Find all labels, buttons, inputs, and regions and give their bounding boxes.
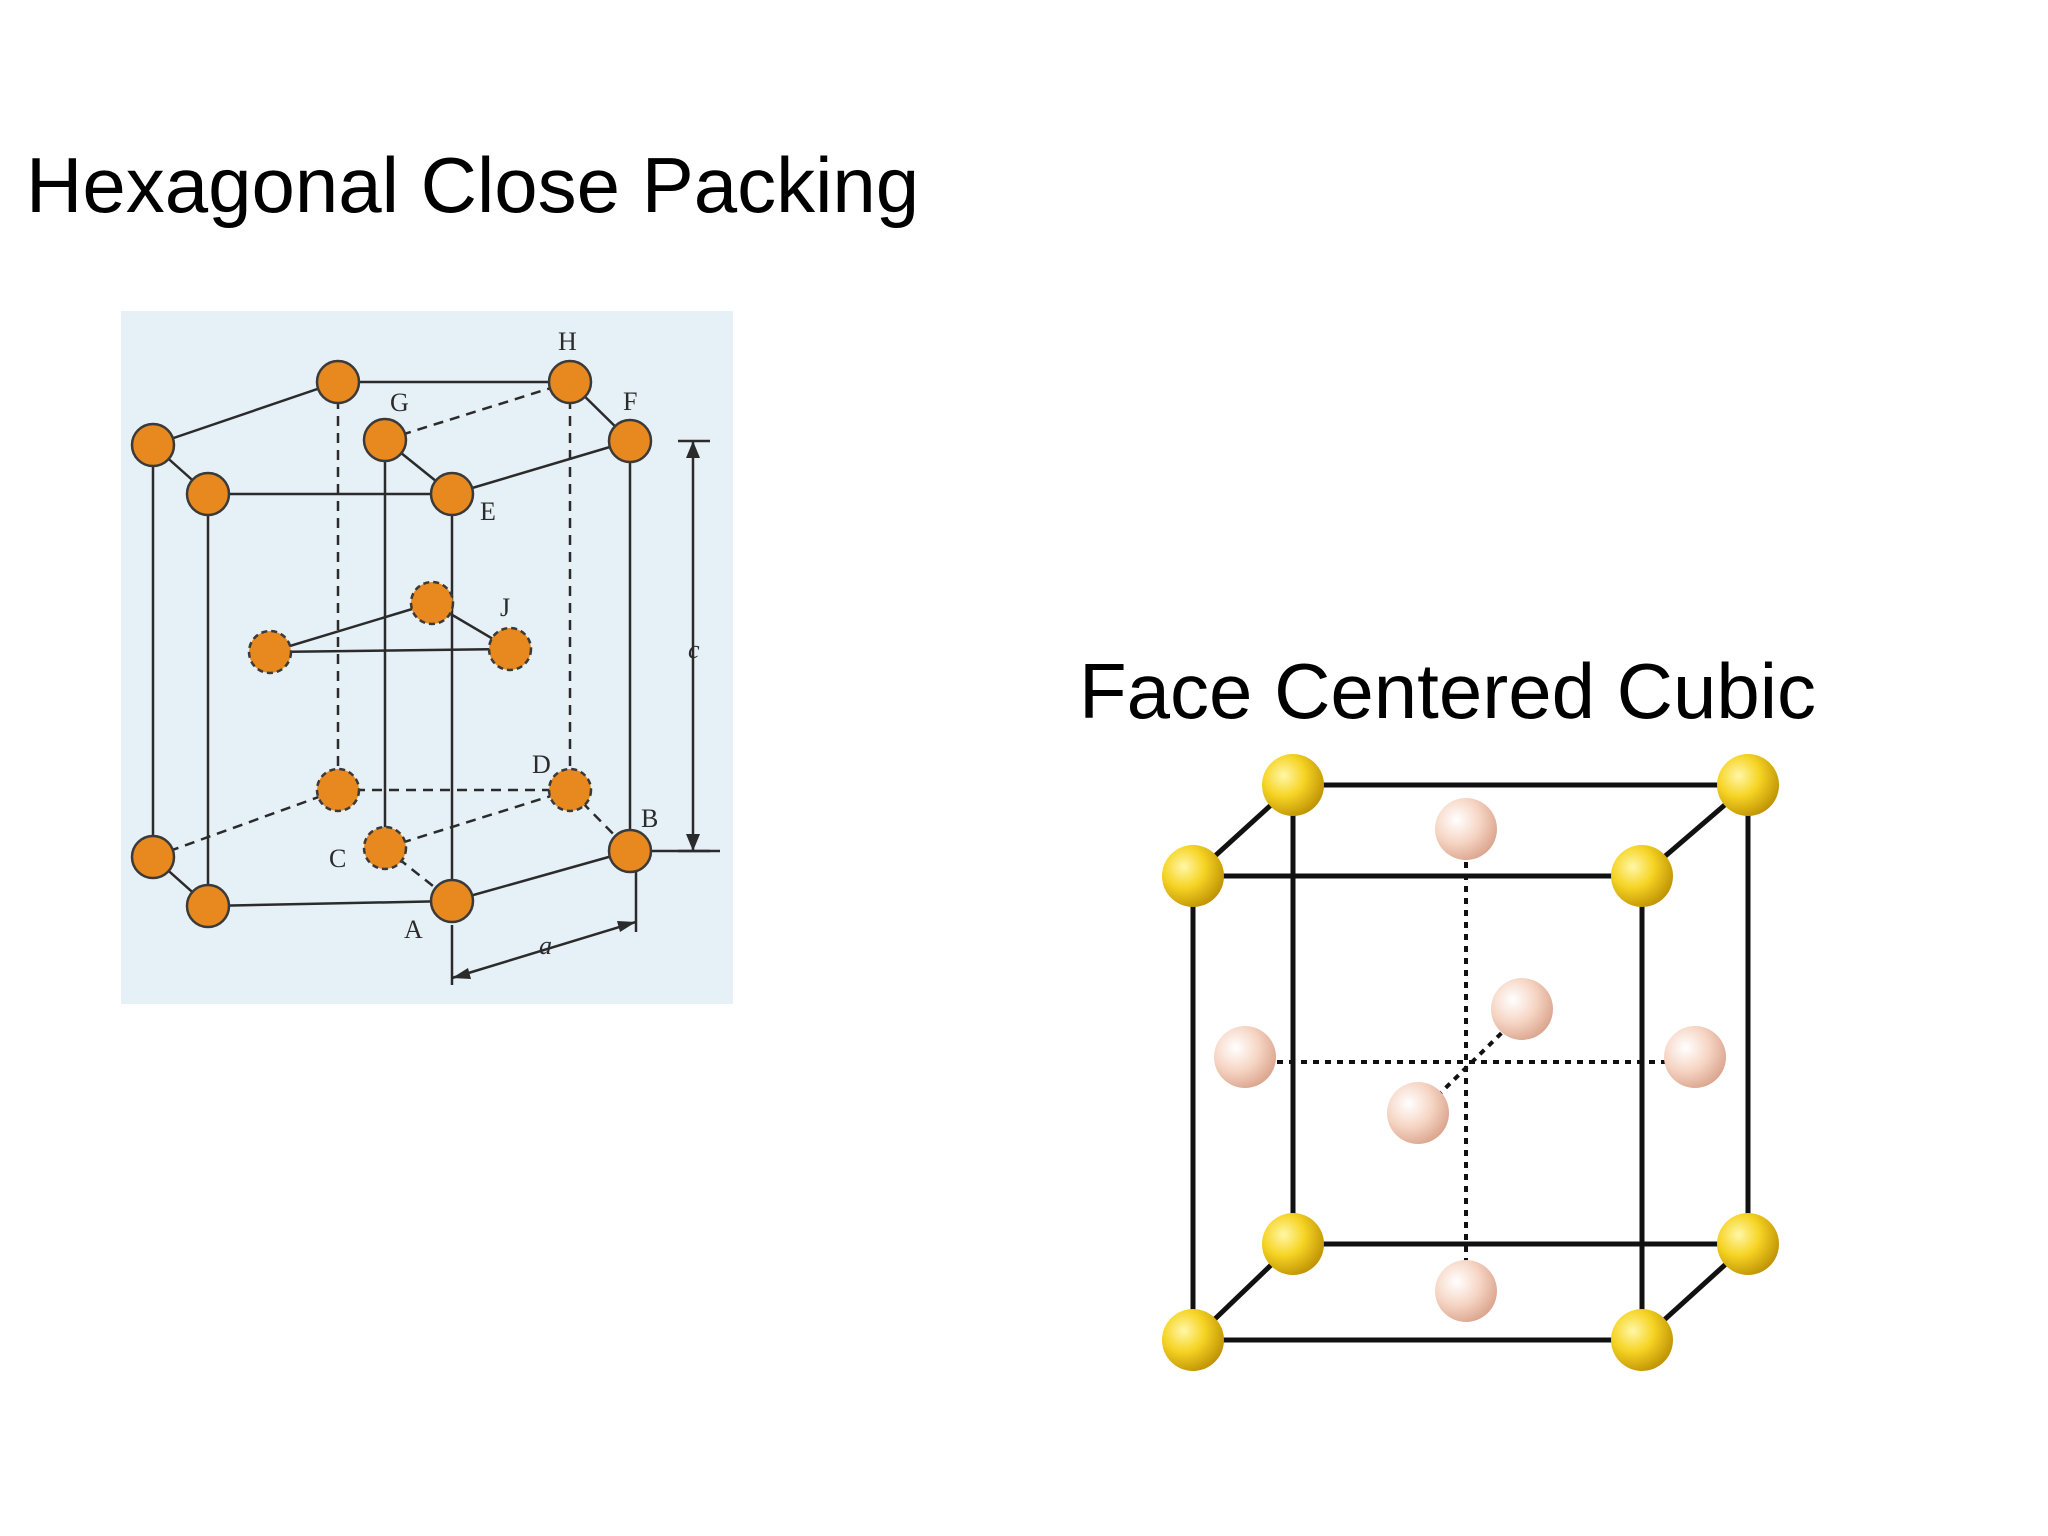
fcc-title: Face Centered Cubic [1079, 647, 1817, 735]
fcc-corner-atom [1162, 845, 1224, 907]
hcp-atom-H [547, 359, 593, 405]
label-G: G [390, 388, 409, 417]
fcc-corner-atom [1162, 1309, 1224, 1371]
hcp-atom [315, 359, 361, 405]
hcp-solid-edges [151, 380, 720, 985]
fcc-diagram [1162, 754, 1779, 1371]
label-H: H [558, 327, 577, 356]
label-B: B [641, 804, 658, 833]
label-A: A [404, 915, 423, 944]
hcp-atom [409, 580, 455, 626]
fcc-corner-atom [1717, 754, 1779, 816]
hcp-atom-D [547, 767, 593, 813]
label-C: C [329, 844, 346, 873]
fcc-face-atom-right [1664, 1026, 1726, 1088]
hcp-atom-B [607, 828, 653, 874]
fcc-face-atom-bottom [1435, 1260, 1497, 1322]
fcc-dotted-lines [1253, 862, 1696, 1291]
hcp-atom [130, 422, 176, 468]
fcc-face-atom-top [1435, 798, 1497, 860]
fcc-face-atom-left [1214, 1026, 1276, 1088]
fcc-face-atom-front [1387, 1082, 1449, 1144]
label-F: F [623, 387, 637, 416]
hcp-atom [185, 471, 231, 517]
hcp-atom [247, 629, 293, 675]
fcc-corner-atoms [1162, 754, 1779, 1371]
label-a: a [539, 931, 552, 960]
hcp-diagram: H G F E J c D B C A a [121, 311, 733, 1004]
fcc-corner-atom [1262, 754, 1324, 816]
hcp-atom-G [362, 417, 408, 463]
label-E: E [480, 497, 496, 526]
hcp-atom [130, 834, 176, 880]
hcp-atom [315, 767, 361, 813]
hcp-title: Hexagonal Close Packing [26, 141, 920, 229]
label-J: J [500, 593, 510, 622]
label-c: c [688, 635, 700, 664]
fcc-corner-atom [1611, 1309, 1673, 1371]
hcp-labels: H G F E J c D B C A a [329, 327, 700, 960]
label-D: D [532, 750, 551, 779]
hcp-atom-F [607, 418, 653, 464]
fcc-corner-atom [1611, 845, 1673, 907]
hcp-atom [185, 883, 231, 929]
hcp-atoms [130, 359, 653, 929]
fcc-corner-atom [1262, 1213, 1324, 1275]
hcp-atom-J [487, 626, 533, 672]
fcc-front-edges [1190, 873, 1645, 1343]
fcc-face-atom-back [1491, 978, 1553, 1040]
fcc-face-atoms [1214, 798, 1726, 1322]
hcp-arrowheads [452, 441, 700, 979]
hcp-atom-C [362, 825, 408, 871]
hcp-atom-E [429, 471, 475, 517]
hcp-atom-A [429, 878, 475, 924]
fcc-corner-atom [1717, 1213, 1779, 1275]
